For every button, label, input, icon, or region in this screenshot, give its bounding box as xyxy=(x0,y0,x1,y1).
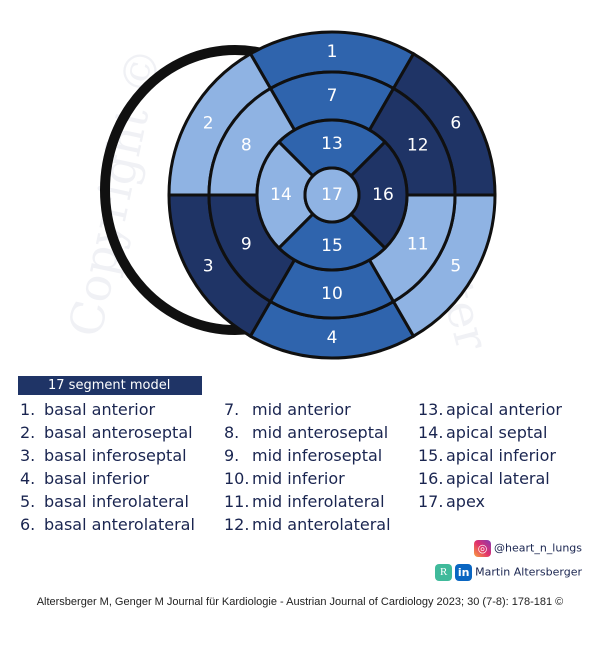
author-name: Martin Altersberger xyxy=(475,565,582,579)
segment-label-7: 7 xyxy=(327,86,338,106)
legend-column-3: 13.apical anterior 14.apical septal 15.a… xyxy=(418,398,562,513)
segment-label-14: 14 xyxy=(270,185,292,205)
legend-item: 6.basal anterolateral xyxy=(20,515,195,534)
segment-label-10: 10 xyxy=(321,284,343,304)
legend-item: 10.mid inferior xyxy=(224,469,345,488)
legend-title: 17 segment model xyxy=(18,376,202,395)
legend-item: 11.mid inferolateral xyxy=(224,492,385,511)
legend-item: 5.basal inferolateral xyxy=(20,492,189,511)
segment-label-9: 9 xyxy=(241,235,252,255)
legend-item: 7.mid anterior xyxy=(224,400,351,419)
segments-layer xyxy=(167,30,497,360)
segment-label-11: 11 xyxy=(407,235,429,255)
legend-column-1: 1.basal anterior 2.basal anteroseptal 3.… xyxy=(20,398,195,536)
research-icon: R xyxy=(435,564,453,581)
legend-item: 17.apex xyxy=(418,492,485,511)
legend-item: 1.basal anterior xyxy=(20,400,156,419)
legend-item: 16.apical lateral xyxy=(418,469,550,488)
legend-item: 8.mid anteroseptal xyxy=(224,423,389,442)
segment-label-3: 3 xyxy=(203,257,214,277)
instagram-icon: ◎ xyxy=(474,540,491,557)
legend-item: 3.basal inferoseptal xyxy=(20,446,187,465)
segment-label-5: 5 xyxy=(450,257,461,277)
citation: Altersberger M, Genger M Journal für Kar… xyxy=(36,596,564,608)
legend-item: 14.apical septal xyxy=(418,423,548,442)
legend-item: 15.apical inferior xyxy=(418,446,556,465)
segment-label-4: 4 xyxy=(327,328,338,348)
segment-label-15: 15 xyxy=(321,236,343,256)
legend-item: 13.apical anterior xyxy=(418,400,562,419)
legend-item: 2.basal anteroseptal xyxy=(20,423,193,442)
legend-item: 9.mid inferoseptal xyxy=(224,446,383,465)
segment-label-12: 12 xyxy=(407,136,429,156)
segment-label-17: 17 xyxy=(321,185,343,205)
instagram-handle: @heart_n_lungs xyxy=(494,541,582,555)
segment-label-13: 13 xyxy=(321,134,343,154)
instagram-credit: ◎@heart_n_lungs xyxy=(474,540,582,557)
segment-label-6: 6 xyxy=(450,114,461,134)
segment-label-2: 2 xyxy=(203,114,214,134)
legend-column-2: 7.mid anterior 8.mid anteroseptal 9.mid … xyxy=(224,398,391,536)
legend-item: 12.mid anterolateral xyxy=(224,515,391,534)
segment-17 xyxy=(303,166,361,224)
segment-label-8: 8 xyxy=(241,136,252,156)
linkedin-icon: in xyxy=(455,564,473,581)
segment-label-1: 1 xyxy=(327,42,338,62)
segment-label-16: 16 xyxy=(372,185,394,205)
legend-item: 4.basal inferior xyxy=(20,469,150,488)
